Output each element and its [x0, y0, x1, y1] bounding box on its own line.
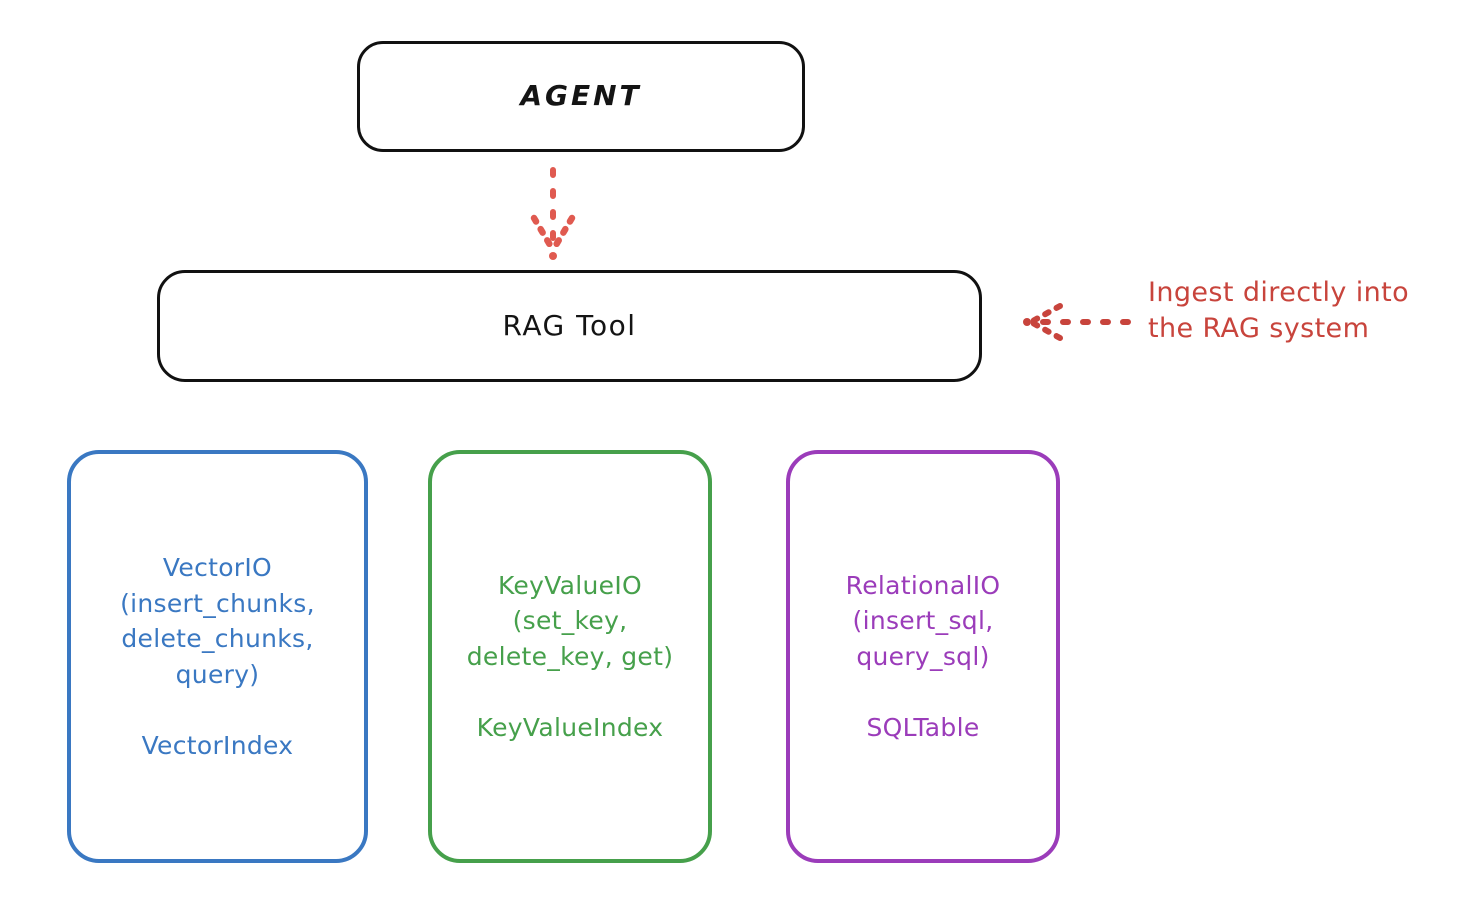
connector-ingest-note-arrow-icon [1023, 303, 1131, 341]
node-relational-io[interactable]: RelationalIO (insert_sql, query_sql) SQL… [786, 450, 1060, 863]
annotation-ingest-note: Ingest directly into the RAG system [1148, 277, 1410, 345]
node-relational-io-label: RelationalIO (insert_sql, query_sql) SQL… [845, 570, 1001, 742]
node-agent-label: AGENT [520, 79, 642, 113]
connector-agent-to-rag-tool-icon [530, 167, 576, 260]
node-rag-tool-label: RAG Tool [502, 308, 637, 342]
node-key-value-io-label: KeyValueIO (set_key, delete_key, get) Ke… [466, 570, 674, 742]
node-vector-io[interactable]: VectorIO (insert_chunks, delete_chunks, … [67, 450, 368, 863]
node-key-value-io[interactable]: KeyValueIO (set_key, delete_key, get) Ke… [428, 450, 712, 863]
node-agent[interactable]: AGENT [357, 41, 805, 152]
node-rag-tool[interactable]: RAG Tool [157, 270, 982, 382]
node-vector-io-label: VectorIO (insert_chunks, delete_chunks, … [120, 553, 315, 760]
